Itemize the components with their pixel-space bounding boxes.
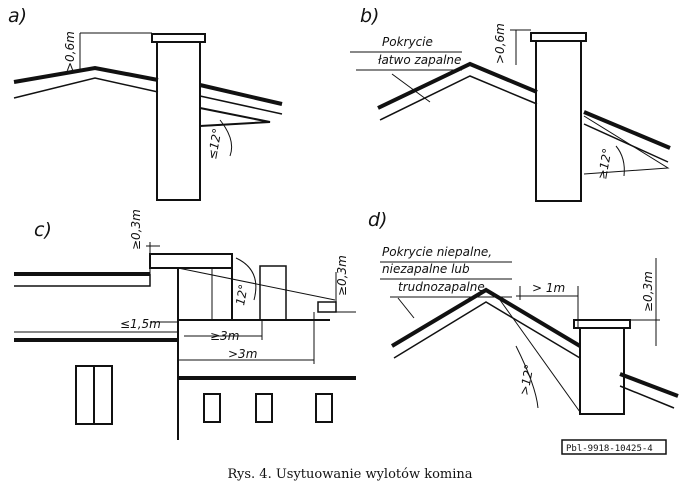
roof-d-right [619, 372, 679, 398]
figure-caption: Rys. 4. Usytuowanie wylotów komina [227, 467, 472, 482]
panel-b-note-1: Pokrycie [382, 35, 433, 49]
panel-c-label: c) [34, 219, 52, 241]
window-c-3 [315, 393, 333, 423]
chimney-d [579, 327, 625, 415]
chimney-b [535, 40, 582, 202]
drawing-stamp-box [561, 439, 667, 455]
panel-d-angle-dim: >12° [517, 363, 536, 396]
roof-d-left [390, 287, 582, 348]
panel-d-height-dim: ≥0,3m [641, 271, 655, 312]
panel-d: d) Pokrycie niepalne, niezapalne lub tru… [368, 209, 679, 415]
roof-a-left [13, 65, 159, 84]
chimney-a [156, 41, 201, 201]
panel-a: a) >0,6m ≤12° [8, 5, 283, 201]
chimney-a-cap [151, 33, 206, 43]
chimney-c-cap [149, 253, 233, 269]
roof-b-left [377, 61, 538, 110]
panel-a-height-dim: >0,6m [63, 31, 77, 72]
panel-b: b) Pokrycie łatwo zapalne >0,6m ≥12° [350, 5, 671, 202]
window-c-1 [203, 393, 221, 423]
chimney-c [177, 267, 233, 321]
panel-a-label: a) [8, 5, 27, 27]
chimney-d-cap [573, 319, 631, 329]
drawing-stamp: Pbl-9918-10425-4 [566, 444, 653, 454]
panel-b-note-2: łatwo zapalne [378, 53, 461, 67]
panel-d-label: d) [368, 209, 387, 231]
panel-a-angle-dim: ≤12° [205, 127, 224, 160]
panel-c-height-dim-right: ≥0,3m [335, 255, 349, 296]
roof-a-right [199, 83, 283, 106]
panel-d-note-1: Pokrycie niepalne, [382, 245, 492, 259]
panel-c-dim-bottom: >3m [228, 347, 257, 361]
panel-c-angle-dim: 12° [233, 283, 250, 306]
panel-d-horiz-dim: > 1m [532, 281, 565, 295]
panel-d-note-3: trudnozapalne [398, 280, 485, 294]
window-c-2 [255, 393, 273, 423]
panel-b-angle-dim: ≥12° [595, 147, 614, 180]
panel-c-height-dim-left: ≥0,3m [129, 209, 143, 250]
panel-d-note-2: niezapalne lub [382, 262, 470, 276]
chimney-b-cap [530, 32, 587, 42]
panel-c: c) 12° ≥0,3m ≥0,3m ≤1,5m ≥3m >3m [14, 209, 356, 440]
panel-b-height-dim: >0,6m [493, 23, 507, 64]
panel-b-label: b) [360, 5, 379, 27]
roof-b-right [583, 110, 671, 150]
panel-c-dim-mid: ≥3m [210, 329, 239, 343]
panel-c-dim-left: ≤1,5m [120, 317, 161, 331]
